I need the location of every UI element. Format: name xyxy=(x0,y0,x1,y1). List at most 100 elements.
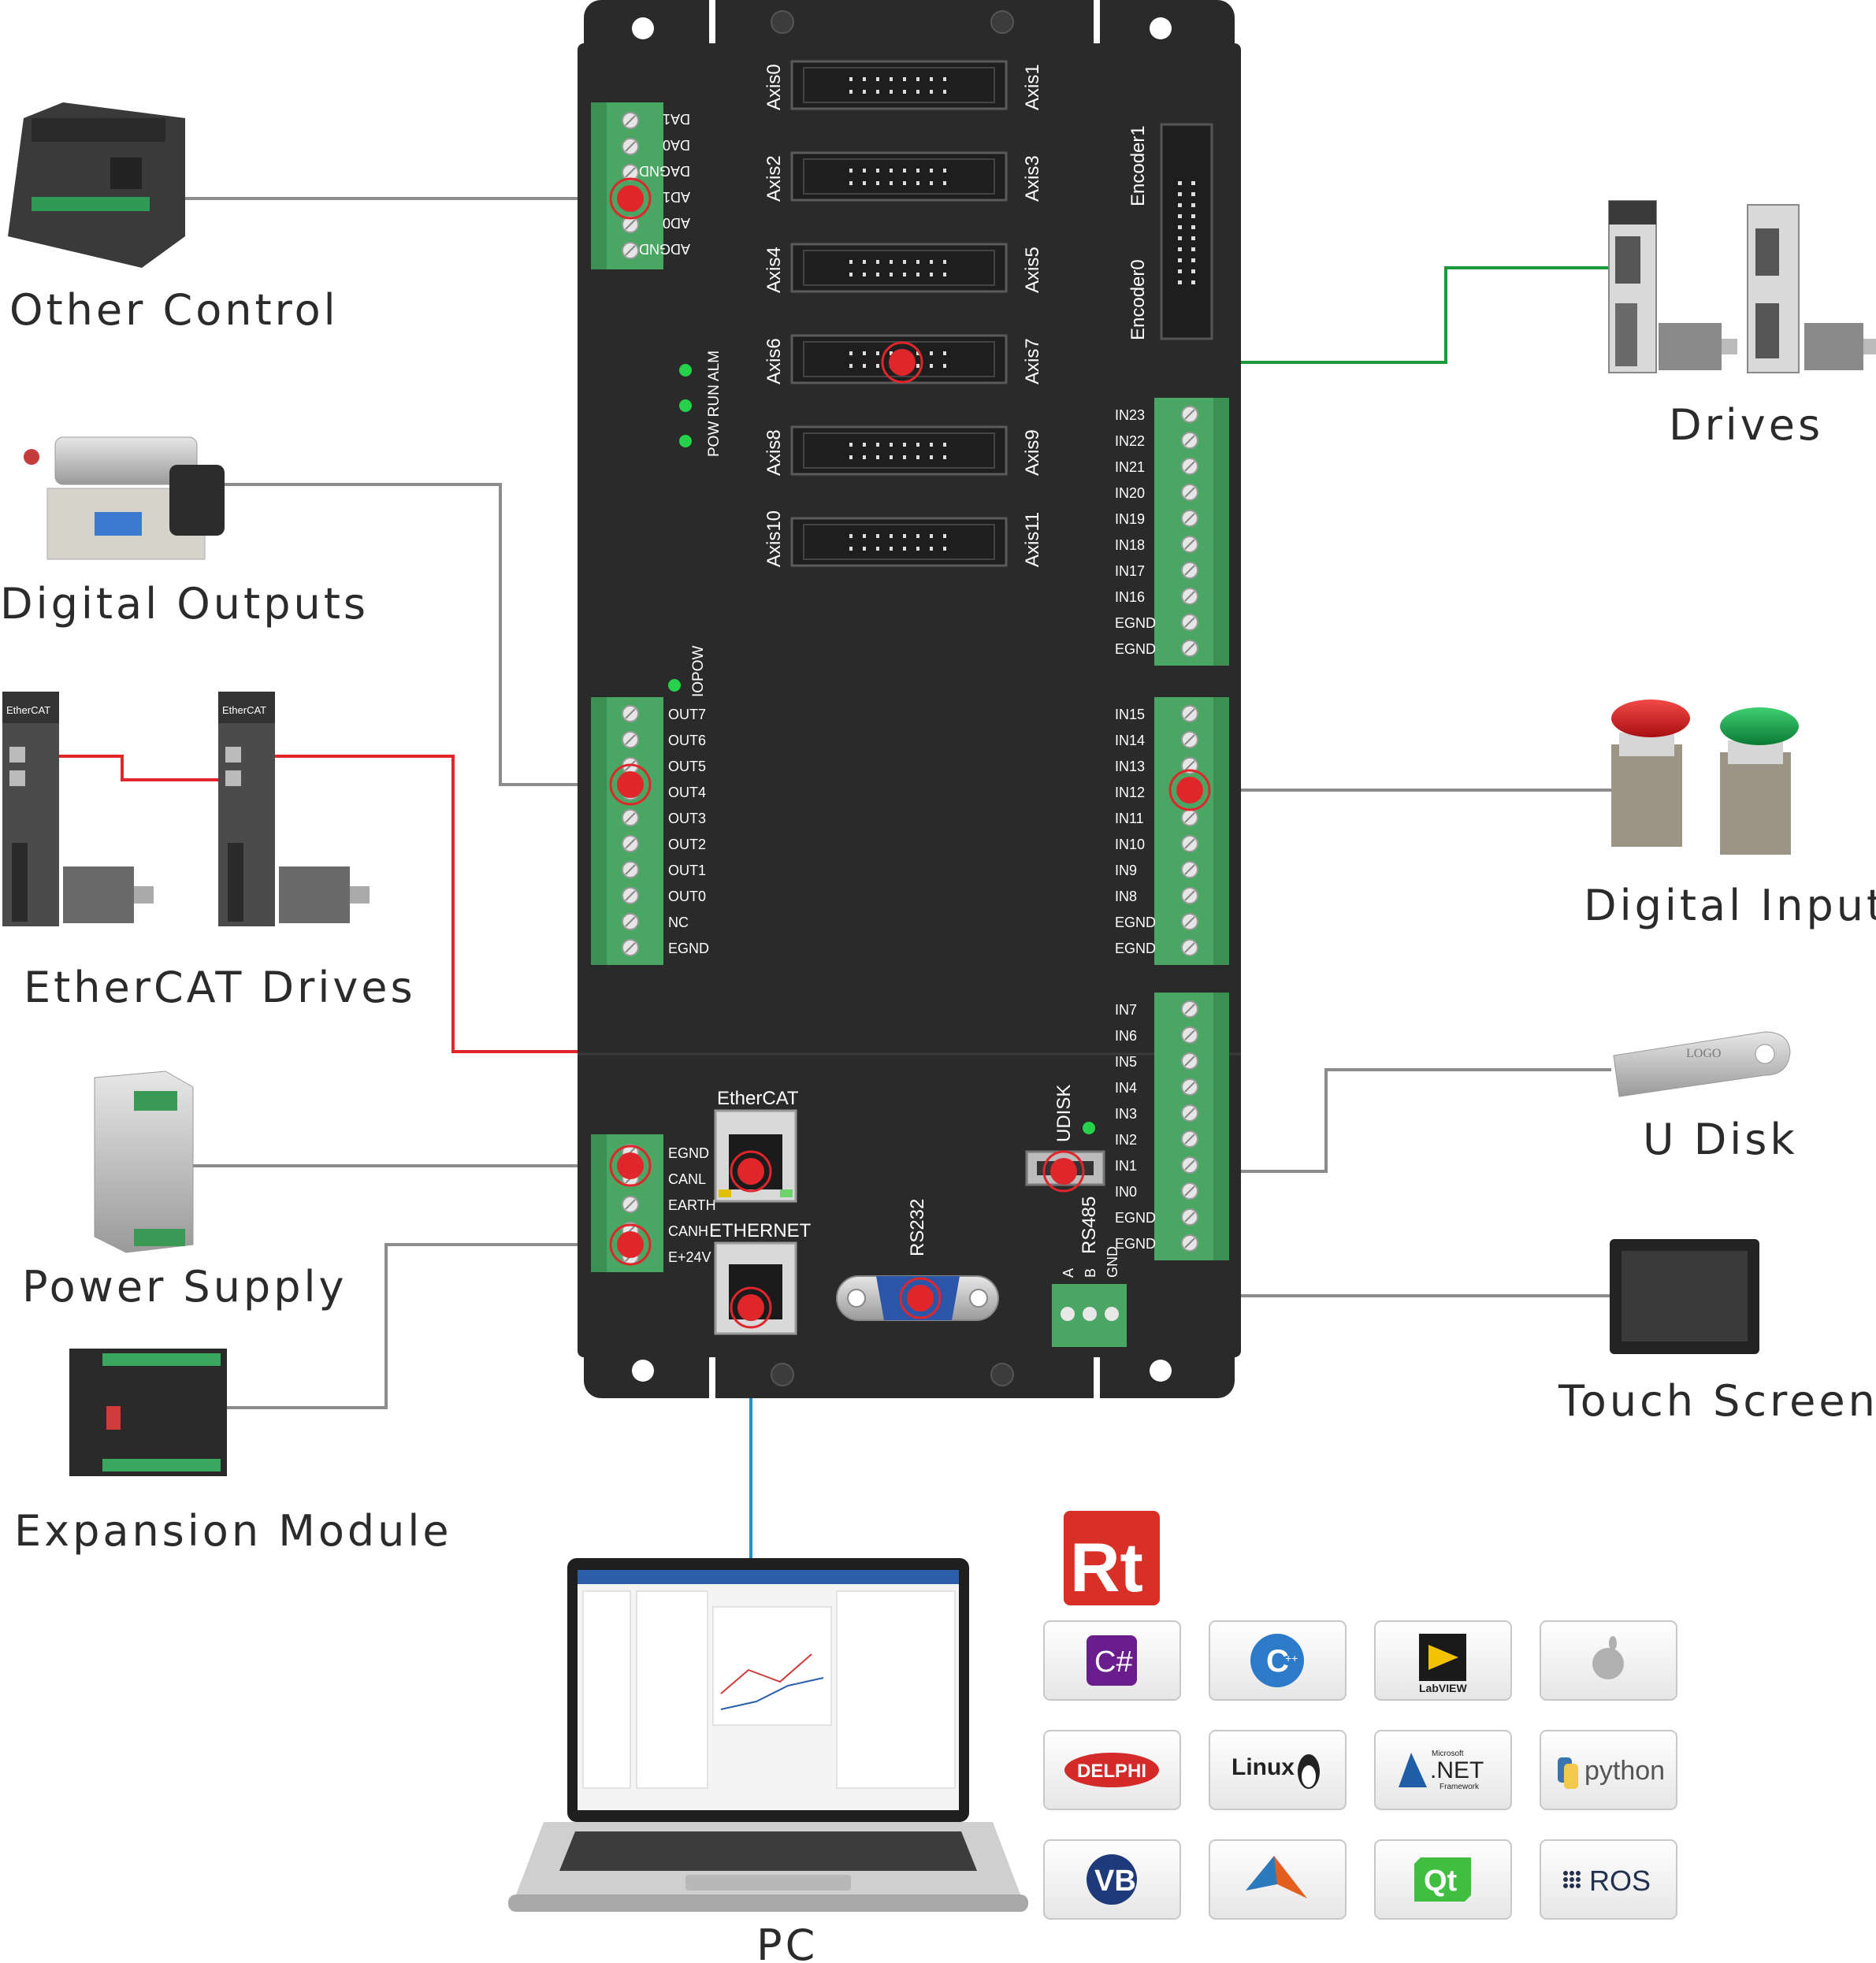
rs485-pin-gnd: GND xyxy=(1105,1246,1120,1278)
pin-label: IN12 xyxy=(1115,785,1145,800)
pin-label: DA0 xyxy=(663,137,690,153)
rt-logo: Rt xyxy=(1064,1511,1160,1606)
pin-label: OUT5 xyxy=(668,759,706,774)
axis-label-left: Axis2 xyxy=(763,155,785,202)
pin-label: NC xyxy=(668,915,689,930)
power-supply-label: Power Supply xyxy=(22,1262,347,1312)
qt-logo-text: Qt xyxy=(1424,1865,1458,1898)
axis-label-right: Axis9 xyxy=(1022,429,1043,476)
pin-label: CANL xyxy=(668,1171,706,1187)
drive-1-brand: EtherCAT xyxy=(6,704,50,716)
ros-logo-tile: ROS xyxy=(1540,1839,1677,1920)
axis-connector xyxy=(790,151,1008,202)
pin-label: IN7 xyxy=(1115,1002,1137,1018)
pin-label: OUT6 xyxy=(668,733,706,748)
linux-logo-tile: Linux xyxy=(1209,1730,1347,1810)
vb-logo-text: VB xyxy=(1094,1865,1136,1898)
pin-label: IN16 xyxy=(1115,589,1145,605)
cpp-plus-text: ++ xyxy=(1285,1652,1298,1664)
labview-logo-text: LabVIEW xyxy=(1419,1682,1467,1694)
wire-ethercat-drives xyxy=(24,755,228,781)
pin-label: EGND xyxy=(1115,1210,1156,1226)
pin-label: IN2 xyxy=(1115,1132,1137,1148)
pin-label: IN8 xyxy=(1115,889,1137,904)
ethercat-port: EtherCAT xyxy=(714,1088,799,1203)
python-logo-tile: python xyxy=(1540,1730,1677,1810)
encoder0-label: Encoder0 xyxy=(1127,259,1149,340)
udisk-label: UDISK xyxy=(1053,1085,1075,1142)
axis-label-right: Axis5 xyxy=(1022,247,1043,293)
pin-label: EGND xyxy=(668,1145,709,1161)
axis-label-left: Axis10 xyxy=(763,510,785,567)
pin-label: AD1 xyxy=(663,189,690,205)
pin-label: IN1 xyxy=(1115,1158,1137,1174)
pin-label: IN13 xyxy=(1115,759,1145,774)
apple-logo-tile xyxy=(1540,1620,1677,1701)
labview-logo-tile: LabVIEW xyxy=(1374,1620,1512,1701)
matlab-logo-tile xyxy=(1209,1839,1347,1920)
touch-screen-device: Touch Screen xyxy=(1558,1239,1875,1426)
expansion-module-device: Expansion Module xyxy=(14,1349,452,1556)
pin-label: IN23 xyxy=(1115,407,1145,423)
axis-label-left: Axis4 xyxy=(763,247,785,293)
python-logo-text: python xyxy=(1584,1756,1665,1786)
delphi-logo-tile: DELPHI xyxy=(1043,1730,1181,1810)
pin-label: E+24V xyxy=(668,1249,711,1265)
pin-label: IN21 xyxy=(1115,459,1145,475)
pin-label: EGND xyxy=(1115,641,1156,657)
motion-controller xyxy=(578,0,1241,1401)
digital-outputs-label: Digital Outputs xyxy=(0,579,369,629)
pin-label: OUT3 xyxy=(668,811,706,826)
dotnet-ms-text: Microsoft xyxy=(1432,1750,1464,1758)
csharp-logo-tile: C# xyxy=(1043,1620,1181,1701)
cpp-logo-text: C xyxy=(1266,1644,1289,1679)
pin-label: OUT4 xyxy=(668,785,706,800)
pin-label: EGND xyxy=(1115,915,1156,930)
ethercat-drives-label: EtherCAT Drives xyxy=(24,963,416,1012)
pin-label: OUT2 xyxy=(668,837,706,852)
pin-label: IN0 xyxy=(1115,1184,1137,1200)
linux-logo-text: Linux xyxy=(1231,1754,1295,1780)
pc-label: PC xyxy=(756,1920,818,1963)
axis-label-right: Axis7 xyxy=(1022,338,1043,384)
pin-label: ADGND xyxy=(639,241,690,257)
rt-logo-text: Rt xyxy=(1070,1528,1143,1606)
pin-label: EGND xyxy=(1115,941,1156,956)
pin-label: OUT7 xyxy=(668,707,706,722)
pin-label: IN9 xyxy=(1115,863,1137,878)
pin-label: IN10 xyxy=(1115,837,1145,852)
pin-label: IN14 xyxy=(1115,733,1145,748)
delphi-logo-text: DELPHI xyxy=(1077,1761,1146,1782)
status-led-label: POW RUN ALM xyxy=(706,351,723,457)
axis-label-right: Axis3 xyxy=(1022,155,1043,202)
other-control-device: Other Control xyxy=(8,102,339,335)
u-disk-device: LOGO U Disk xyxy=(1613,1031,1798,1164)
axis-connector xyxy=(790,517,1008,567)
sdk-logos: Rt C# C++ LabVIEW DELPHI Linux Microsoft.NETF… xyxy=(1043,1511,1677,1920)
axis-connector xyxy=(790,60,1008,110)
pin-label: EARTH xyxy=(668,1197,716,1213)
pin-label: IN4 xyxy=(1115,1080,1137,1096)
vb-logo-tile: VB xyxy=(1043,1839,1181,1920)
pin-label: OUT0 xyxy=(668,889,706,904)
ros-logo-text: ROS xyxy=(1589,1865,1651,1897)
u-disk-label: U Disk xyxy=(1643,1115,1798,1164)
pin-label: IN19 xyxy=(1115,511,1145,527)
other-control-label: Other Control xyxy=(9,285,339,335)
rs485-label: RS485 xyxy=(1079,1197,1100,1254)
drives-device: Drives xyxy=(1608,200,1876,450)
axis-label-left: Axis0 xyxy=(763,64,785,110)
connection-markers xyxy=(609,177,1211,1329)
pin-label: DAGND xyxy=(639,163,690,179)
encoder1-label: Encoder1 xyxy=(1127,125,1149,206)
axis-label-left: Axis8 xyxy=(763,429,785,476)
expansion-module-label: Expansion Module xyxy=(14,1506,452,1556)
